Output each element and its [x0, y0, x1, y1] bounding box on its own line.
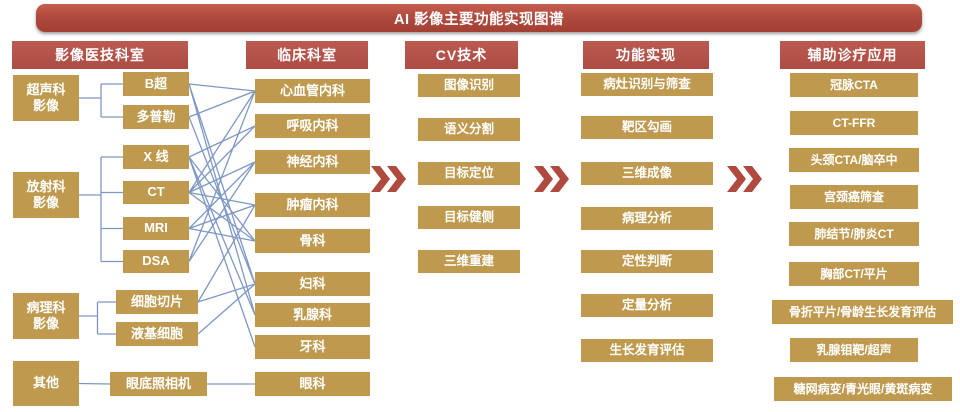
imaging-modality-s8: 液基细胞 — [116, 322, 198, 346]
column-header-cv-tech: CV技术 — [405, 41, 518, 69]
column-header-imaging-depts: 影像医技科室 — [12, 41, 188, 69]
application-a4: 宫颈癌筛查 — [790, 185, 918, 209]
application-a5: 肺结节/肺炎CT — [789, 222, 919, 246]
column-header-clinical-depts: 临床科室 — [246, 41, 368, 69]
clinical-dept-c7: 乳腺科 — [255, 303, 370, 327]
cv-tech-v1: 图像识别 — [418, 74, 520, 97]
double-chevron-right-icon — [371, 166, 409, 192]
imaging-modality-s4: CT — [123, 181, 189, 204]
clinical-dept-c1: 心血管内科 — [255, 79, 370, 103]
cv-tech-v2: 语义分割 — [418, 118, 520, 141]
clinical-dept-c3: 神经内科 — [255, 150, 370, 174]
clinical-dept-c4: 肿瘤内科 — [255, 193, 370, 217]
imaging-modality-s7: 细胞切片 — [116, 290, 198, 314]
function-f3: 三维成像 — [581, 162, 713, 185]
application-a3: 头颈CTA/脑卒中 — [789, 148, 919, 172]
imaging-modality-s6: DSA — [123, 250, 189, 273]
application-a6: 胸部CT/平片 — [789, 262, 919, 286]
double-chevron-right-icon — [727, 166, 765, 192]
clinical-dept-c2: 呼吸内科 — [255, 114, 370, 138]
function-f7: 生长发育评估 — [581, 339, 713, 362]
clinical-dept-c6: 妇科 — [255, 272, 370, 296]
imaging-group-g3: 病理科 影像 — [13, 293, 79, 339]
imaging-modality-s2: 多普勒 — [123, 105, 189, 129]
application-a8: 乳腺钼靶/超声 — [790, 338, 918, 362]
imaging-group-g4: 其他 — [13, 361, 79, 406]
application-a9: 糖网病变/青光眼/黄斑病变 — [774, 377, 952, 401]
function-f2: 靶区勾画 — [581, 116, 713, 139]
application-a7: 骨折平片/骨龄生长发育评估 — [772, 300, 953, 324]
clinical-dept-c8: 牙科 — [255, 335, 370, 359]
imaging-modality-s3: X 线 — [123, 145, 189, 169]
clinical-dept-c9: 眼科 — [255, 372, 370, 396]
function-f1: 病灶识别与筛查 — [581, 73, 713, 96]
cv-tech-v4: 目标健侧 — [418, 206, 520, 229]
clinical-dept-c5: 骨科 — [255, 229, 370, 253]
page-title: AI 影像主要功能实现图谱 — [36, 4, 922, 32]
application-a2: CT-FFR — [790, 111, 918, 135]
application-a1: 冠脉CTA — [790, 73, 918, 97]
column-header-functions: 功能实现 — [583, 41, 709, 69]
imaging-modality-s9: 眼底照相机 — [110, 372, 207, 396]
function-f4: 病理分析 — [581, 207, 713, 230]
imaging-group-g1: 超声科 影像 — [13, 75, 79, 121]
imaging-modality-s1: B超 — [123, 72, 189, 96]
imaging-modality-s5: MRI — [123, 217, 189, 240]
imaging-group-g2: 放射科 影像 — [13, 172, 79, 218]
double-chevron-right-icon — [534, 166, 572, 192]
column-header-applications: 辅助诊疗应用 — [780, 41, 925, 69]
cv-tech-v3: 目标定位 — [418, 162, 520, 185]
cv-tech-v5: 三维重建 — [418, 250, 520, 273]
function-f6: 定量分析 — [581, 294, 713, 317]
function-f5: 定性判断 — [581, 250, 713, 273]
